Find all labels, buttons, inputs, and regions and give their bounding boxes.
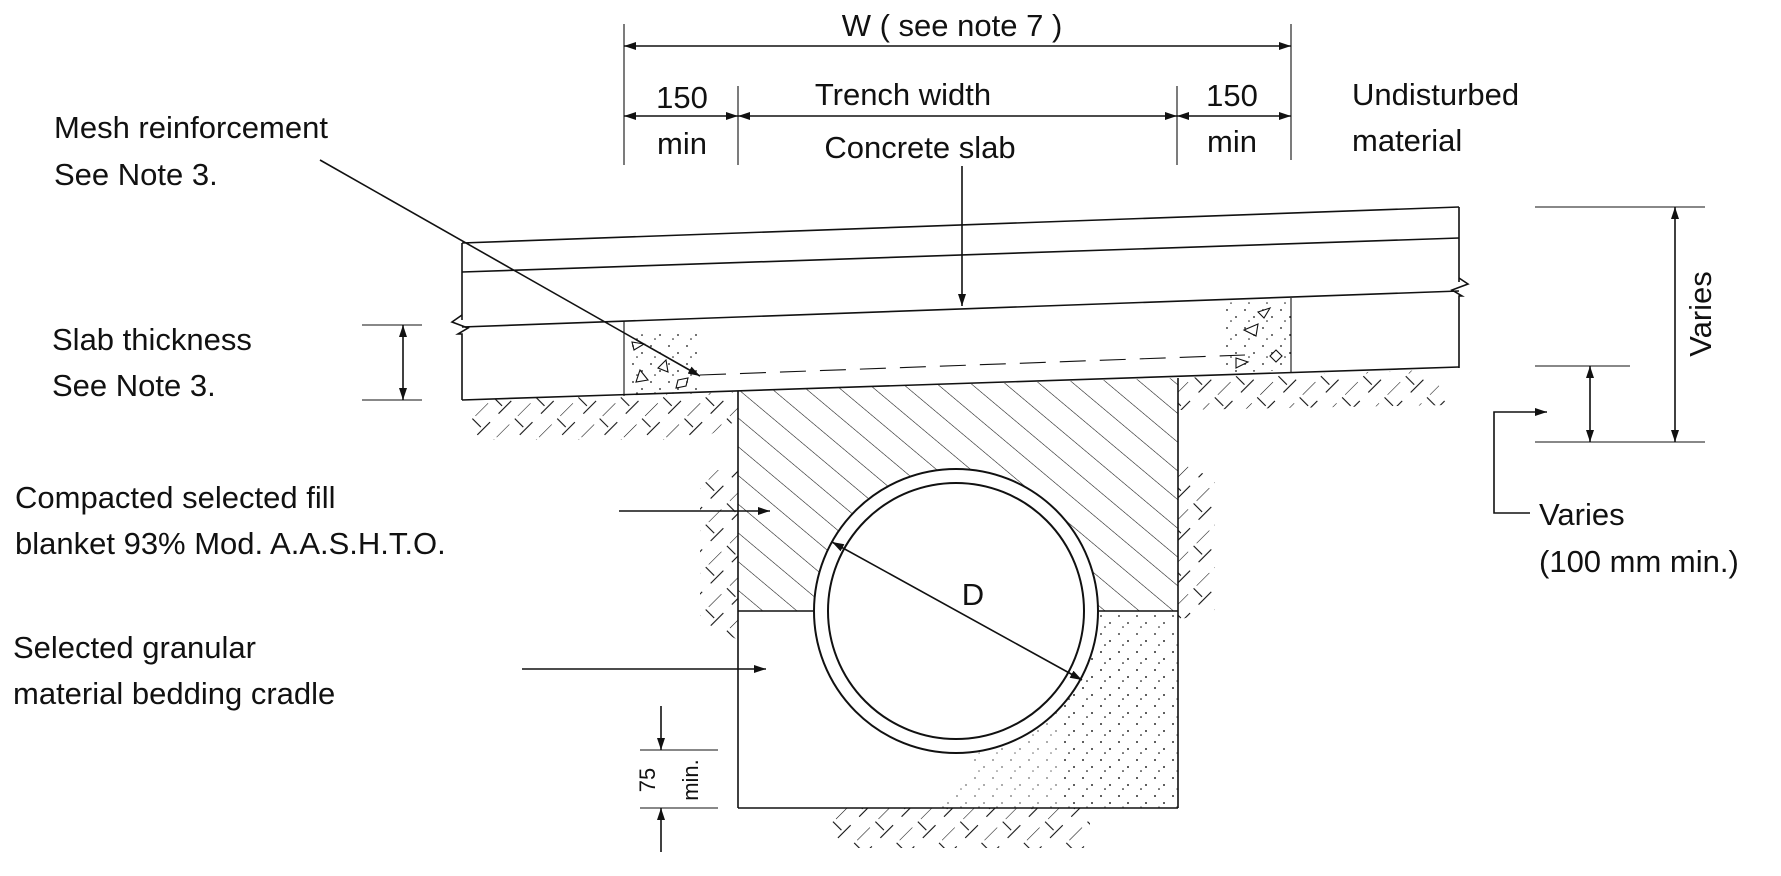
- trench-width-label: Trench width: [815, 77, 991, 112]
- bedding-value-label: 75: [635, 768, 660, 792]
- granular-label-line1: Selected granular: [13, 630, 256, 665]
- compacted-label-line2: blanket 93% Mod. A.A.S.H.T.O.: [15, 526, 446, 561]
- left-margin-unit: min: [657, 126, 707, 161]
- pipe-diameter-label: D: [962, 577, 984, 612]
- varies-vertical-label: Varies: [1683, 271, 1718, 357]
- slab-thickness-line2: See Note 3.: [52, 368, 216, 403]
- right-margin-value: 150: [1206, 78, 1258, 113]
- varies-dimensions: Varies Varies (100 mm min.): [1493, 206, 1739, 579]
- undisturbed-label-line1: Undisturbed: [1352, 77, 1519, 112]
- overall-width-dimension: W ( see note 7 ): [623, 8, 1292, 165]
- concrete-slab: [450, 206, 1470, 401]
- trench-width-dimensions: 150 min Trench width 150 min: [624, 77, 1291, 165]
- mesh-label-line1: Mesh reinforcement: [54, 110, 328, 145]
- compacted-label-line1: Compacted selected fill: [15, 480, 336, 515]
- left-margin-value: 150: [656, 80, 708, 115]
- slab-thickness-line1: Slab thickness: [52, 322, 252, 357]
- right-margin-unit: min: [1207, 124, 1257, 159]
- break-line-icon: [450, 314, 470, 400]
- mesh-label-line2: See Note 3.: [54, 157, 218, 192]
- break-line-icon: [1450, 277, 1470, 368]
- bedding-depth-dimension: 75 min.: [635, 706, 718, 852]
- undisturbed-ground: [470, 370, 1450, 848]
- concrete-slab-label: Concrete slab: [824, 130, 1015, 165]
- varies-min-line2: (100 mm min.): [1539, 544, 1739, 579]
- pipe: D: [813, 468, 1099, 754]
- undisturbed-label-line2: material: [1352, 123, 1462, 158]
- bedding-unit-label: min.: [678, 759, 703, 801]
- varies-min-line1: Varies: [1539, 497, 1625, 532]
- granular-label-line2: material bedding cradle: [13, 676, 335, 711]
- overall-width-label: W ( see note 7 ): [842, 8, 1063, 43]
